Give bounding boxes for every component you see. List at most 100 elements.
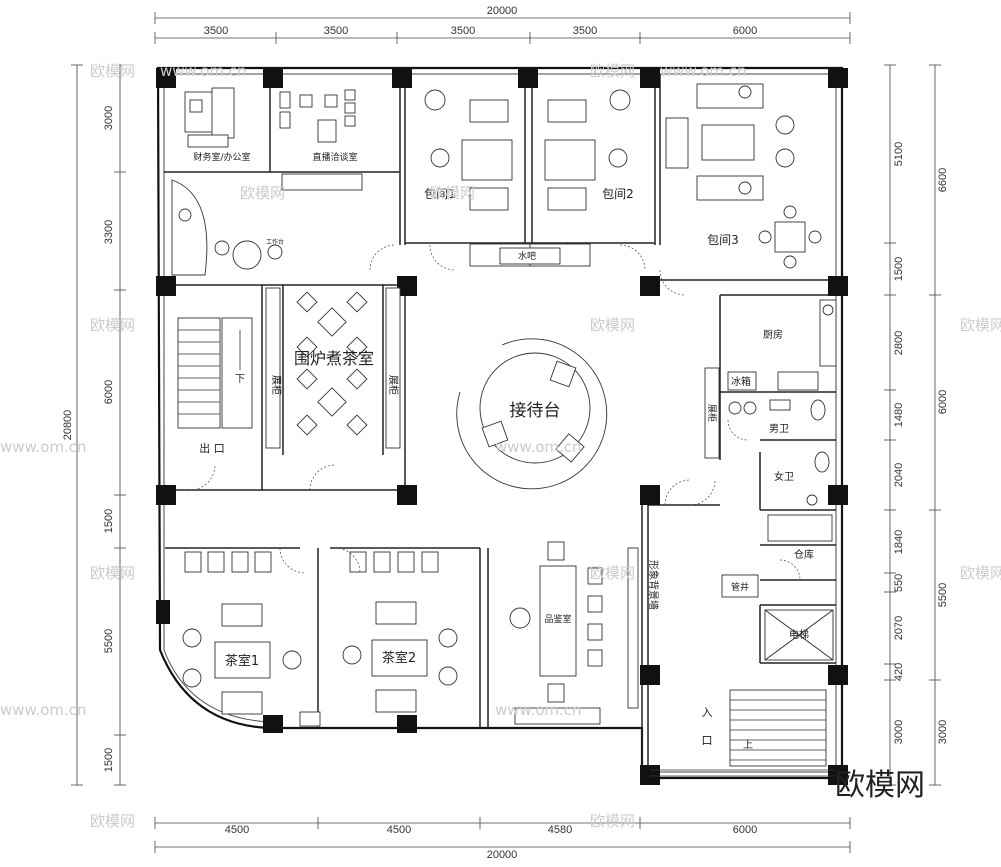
- dim-top-seg-1: 3500: [204, 25, 228, 37]
- column: [156, 600, 170, 624]
- dim-top-seg-4: 3500: [573, 25, 597, 37]
- dim-left-seg-1: 3000: [103, 106, 115, 130]
- column: [828, 276, 848, 296]
- column: [640, 485, 660, 505]
- label-manager-office: 直播洽谈室: [312, 151, 357, 163]
- column: [518, 68, 538, 88]
- watermark-logo: 欧模网: [960, 564, 1001, 582]
- label-display-cabinet-left: 展柜: [270, 375, 283, 395]
- column: [828, 485, 848, 505]
- private-room-1-furniture: [424, 89, 531, 267]
- dim-top-seg-3: 3500: [451, 25, 475, 37]
- label-reception: 接待台: [510, 401, 561, 421]
- watermark-url: www.om.cn: [160, 62, 247, 80]
- dim-left-seg-6: 1500: [103, 748, 115, 772]
- bathroom-fixtures: [728, 399, 833, 542]
- dim-right-outer-2: 6000: [937, 390, 949, 414]
- label-stairs-up: 上: [743, 739, 753, 751]
- label-womens-wc: 女卫: [774, 470, 794, 483]
- dim-left-seg-2: 3300: [103, 220, 115, 244]
- column: [263, 68, 283, 88]
- dim-left-seg-5: 5500: [103, 629, 115, 653]
- dim-right-seg-1: 5100: [893, 142, 905, 166]
- staircase-up: [650, 689, 836, 777]
- label-stairs-down: 下: [235, 374, 245, 385]
- watermark-logo: 欧模网: [430, 184, 475, 202]
- dim-bottom-seg-4: 6000: [733, 824, 757, 836]
- tea-room-1-furniture: [182, 551, 302, 715]
- dim-right-seg-6: 1840: [893, 530, 905, 554]
- room-labels: 财务室/办公室 直播洽谈室 包间1 包间2 包间3 水吧 围炉煮茶室 展柜 展柜…: [193, 151, 814, 751]
- label-mens-wc: 男卫: [769, 423, 789, 435]
- watermark-url: www.om.cn: [0, 438, 87, 456]
- dim-right-outer-3: 5500: [937, 583, 949, 607]
- label-image-wall: 形象背景墙: [647, 560, 660, 610]
- column: [156, 485, 176, 505]
- dim-top-seg-5: 6000: [733, 25, 757, 37]
- elevator-car: [721, 574, 834, 661]
- dim-left-seg-3: 6000: [103, 380, 115, 404]
- label-kitchen: 厨房: [763, 328, 783, 341]
- label-private-room-3: 包间3: [707, 233, 739, 247]
- column: [828, 68, 848, 88]
- structural-columns: [156, 68, 848, 785]
- label-display-cabinet-right: 展柜: [387, 375, 400, 395]
- watermark-url: www.om.cn: [660, 62, 747, 80]
- dimension-lines: [71, 12, 941, 853]
- column: [828, 665, 848, 685]
- tasting-room-furniture: [509, 541, 639, 725]
- hearth-tea-furniture: [265, 287, 401, 449]
- label-private-room-1: 包间1: [424, 187, 456, 201]
- watermarks: 欧模网 欧模网 欧模网 欧模网 欧模网 欧模网 欧模网 欧模网 欧模网 欧模网 …: [0, 62, 1001, 830]
- watermark-logo: 欧模网: [590, 812, 635, 830]
- label-small-note: 工作台: [266, 238, 284, 246]
- watermark-url: www.om.cn: [495, 438, 582, 456]
- watermark-url: www.om.cn: [0, 701, 87, 719]
- column: [397, 485, 417, 505]
- label-elevator: 电梯: [789, 628, 809, 641]
- dim-top-total: 20000: [487, 5, 518, 17]
- dim-right-seg-7: 550: [893, 574, 905, 592]
- furniture: [171, 83, 837, 777]
- column: [640, 665, 660, 685]
- column: [640, 68, 660, 88]
- column: [397, 715, 417, 733]
- watermark-url: www.om.cn: [495, 701, 582, 719]
- label-private-room-2: 包间2: [602, 187, 634, 201]
- dim-left-seg-4: 1500: [103, 509, 115, 533]
- dim-right-seg-4: 1480: [893, 403, 905, 427]
- column: [263, 715, 283, 733]
- dim-right-seg-10: 3000: [893, 720, 905, 744]
- dim-left-total: 20800: [62, 410, 74, 441]
- label-entrance-2: 口: [702, 734, 713, 747]
- column: [392, 68, 412, 88]
- watermark-logo: 欧模网: [960, 316, 1001, 334]
- dim-right-seg-2: 1500: [893, 257, 905, 281]
- manager-desk: [279, 89, 363, 191]
- interior-walls: [160, 74, 836, 778]
- staircase-down: [177, 317, 253, 429]
- dim-bottom-total: 20000: [487, 849, 518, 861]
- dim-right-outer-1: 6600: [937, 168, 949, 192]
- label-tea-room-2: 茶室2: [382, 650, 416, 666]
- door-swings: [189, 244, 801, 581]
- label-exit: 出 口: [199, 441, 225, 455]
- reception-desk: [456, 338, 608, 490]
- label-entrance-1: 入: [702, 706, 713, 719]
- brand-logo: 欧模网: [835, 768, 925, 803]
- kitchen-furniture: [704, 299, 837, 459]
- dim-right-seg-5: 2040: [893, 463, 905, 487]
- dim-right-seg-9: 420: [893, 663, 905, 681]
- watermark-logo: 欧模网: [590, 564, 635, 582]
- label-shaft: 管井: [731, 581, 749, 593]
- watermark-logo: 欧模网: [90, 564, 135, 582]
- lounge-area: [171, 179, 283, 276]
- private-room-2-furniture: [499, 89, 631, 267]
- column: [640, 276, 660, 296]
- dim-right-seg-8: 2070: [893, 616, 905, 640]
- column: [156, 68, 176, 88]
- label-tea-room-1: 茶室1: [225, 653, 259, 669]
- watermark-logo: 欧模网: [90, 62, 135, 80]
- tea-room-2-furniture: [299, 551, 458, 727]
